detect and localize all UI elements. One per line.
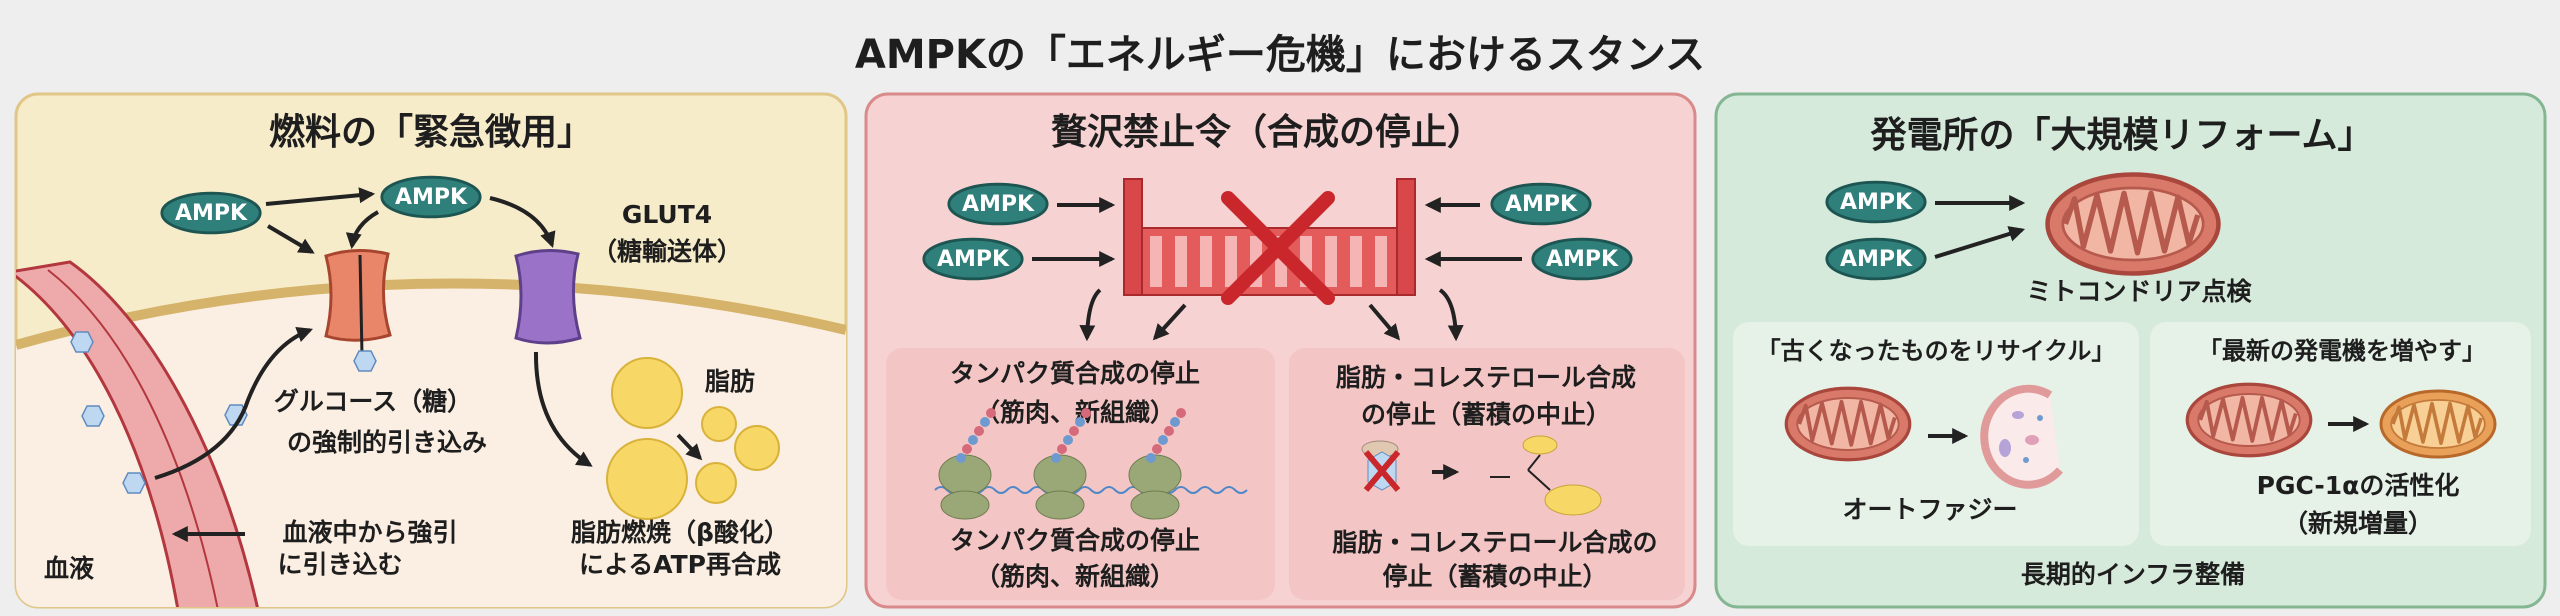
ampk-label: AMPK [175, 201, 248, 226]
glucose-icon [122, 472, 146, 494]
panel-title: 発電所の「大規模リフォーム」 [1871, 115, 2374, 156]
gate-slot [1175, 236, 1187, 287]
stop-x-icon [1363, 450, 1401, 492]
arrow [676, 433, 703, 461]
glut4-label: GLUT4 [622, 200, 712, 229]
glucose-icon [70, 331, 94, 353]
new-mitochondrion-icon [2379, 389, 2497, 459]
footer-label: 長期的インフラ整備 [2021, 560, 2245, 589]
fat-label: 脂肪 [705, 367, 755, 396]
glucose-icon [81, 405, 105, 427]
arrow [533, 351, 593, 467]
arrow [1368, 303, 1401, 341]
arrow [266, 224, 315, 254]
gate-slot [1375, 236, 1387, 287]
gate-slot [1225, 236, 1237, 287]
gate-slot [1350, 236, 1362, 287]
pgc-label: PGC-1αの活性化 [2257, 471, 2460, 500]
inspect-label: ミトコンドリア点検 [2026, 277, 2252, 306]
glut4-sub-label: （糖輸送体） [592, 237, 742, 266]
arrow [1934, 226, 2026, 259]
glucose-label: の強制的引き込み [287, 428, 487, 457]
lipid-label: 脂肪・コレステロール合成の [1332, 528, 1657, 557]
fat-burn-label: 脂肪燃焼（β酸化） [571, 518, 789, 547]
ampk-label: AMPK [962, 192, 1035, 217]
ampk-label: AMPK [395, 185, 468, 210]
protein-label: （筋肉、新組織） [975, 398, 1175, 427]
stop-x-icon [1221, 191, 1335, 305]
ampk-label: AMPK [1840, 247, 1913, 272]
recycle-box: 「古くなったものをリサイクル」 オートファジー [1733, 322, 2139, 546]
protein-synthesis-box: タンパク質合成の停止 （筋肉、新組織） タンパク質合成の停止 （筋肉、新組織） [886, 348, 1275, 600]
ribosome-icon [1128, 408, 1186, 520]
panel-title: 燃料の「緊急徴用」 [269, 112, 593, 153]
ribosome-icon [1033, 408, 1091, 520]
autophagosome-icon [1980, 384, 2063, 489]
protein-label: タンパク質合成の停止 [950, 359, 1200, 388]
recycle-title: 「古くなったものをリサイクル」 [1757, 337, 2116, 365]
pathway-lines [1490, 454, 1551, 491]
glucose-transporter-channel [324, 249, 392, 356]
lipid-label: 脂肪・コレステロール合成 [1336, 363, 1636, 392]
ampk-label: AMPK [1505, 192, 1578, 217]
arrow [1438, 288, 1464, 342]
gate-slot [1325, 236, 1337, 287]
arrow [345, 210, 380, 250]
arrow [154, 327, 313, 480]
gate-slot [1150, 236, 1162, 287]
mitochondrion-icon [2185, 382, 2313, 458]
protein-label: （筋肉、新組織） [975, 562, 1175, 591]
lipid-label: 停止（蓄積の中止） [1382, 562, 1607, 591]
protein-label: タンパク質合成の停止 [950, 526, 1200, 555]
arrow [1152, 303, 1187, 341]
lipid-synthesis-box: 脂肪・コレステロール合成 の停止（蓄積の中止） 脂肪・コレステロール合成の 停止… [1289, 348, 1685, 600]
autophagy-label: オートファジー [1842, 495, 2017, 524]
page-title: AMPKの「エネルギー危機」におけるスタンス [855, 32, 1705, 78]
pgc-label: （新規増量） [2283, 509, 2433, 538]
ampk-label: AMPK [1840, 190, 1913, 215]
arrow [265, 187, 376, 206]
panel-title: 贅沢禁止令（合成の停止） [1051, 112, 1483, 153]
arrow [1079, 288, 1102, 342]
mrna-strand [934, 486, 1248, 494]
glut4-channel [514, 249, 582, 345]
panel-reform: 発電所の「大規模リフォーム」 AMPK AMPK ミトコンドリア点検 「古くなっ… [1714, 92, 2547, 609]
biogenesis-box: 「最新の発電機を増やす」 PGC-1αの活性化 （新規増量） [2150, 322, 2531, 546]
fat-burn-label: によるATP再合成 [579, 550, 781, 579]
ampk-label: AMPK [937, 247, 1010, 272]
biogenesis-title: 「最新の発電機を増やす」 [2198, 337, 2486, 365]
ribosome-icon [938, 408, 996, 520]
lipid-label: の停止（蓄積の中止） [1361, 400, 1611, 429]
cell-membrane [16, 278, 846, 350]
gate-slot [1200, 236, 1212, 287]
panel-ban: 贅沢禁止令（合成の停止） AMPK AMPK AMPK AMPK タンパク質合成… [864, 92, 1697, 609]
panel-fuel: 燃料の「緊急徴用」 AMPK AMPK GLUT4 （糖輸送体） グルコース（糖… [14, 92, 848, 609]
blood-label: 血液 [44, 554, 94, 583]
glucose-label: グルコース（糖） [274, 387, 472, 416]
blood-text: 血液中から強引 [282, 518, 457, 547]
lipid-icon [1544, 484, 1602, 516]
arrow [489, 196, 556, 249]
glucose-icon [353, 350, 377, 372]
ampk-label: AMPK [1546, 247, 1619, 272]
blood-text: に引き込む [277, 550, 402, 579]
mitochondrion-icon [1784, 386, 1912, 462]
fat-droplets [606, 357, 780, 520]
mitochondrion-icon [2048, 175, 2219, 274]
lipid-icon [1522, 435, 1558, 455]
